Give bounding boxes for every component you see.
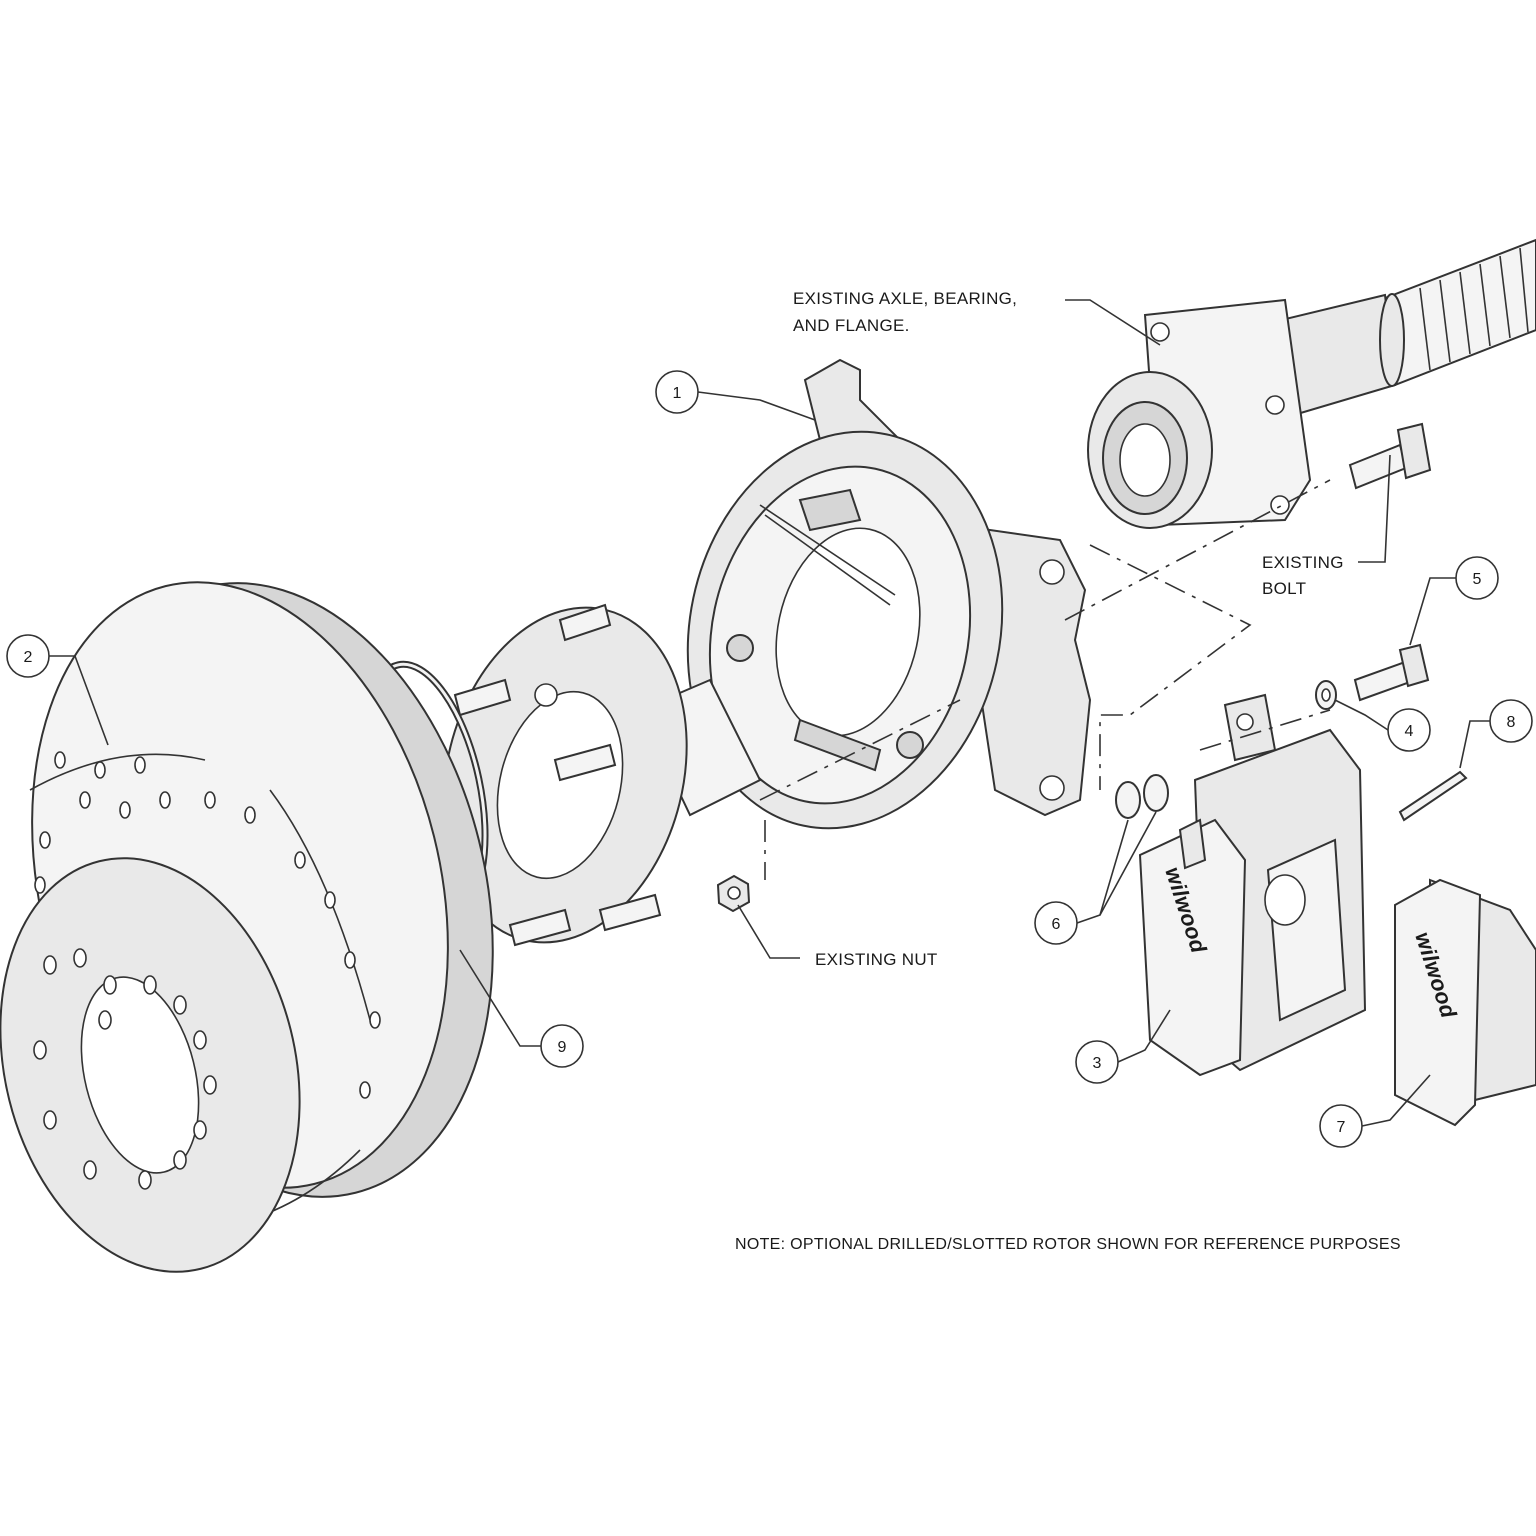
nut-thread bbox=[727, 886, 741, 900]
cotter-pin bbox=[1398, 770, 1468, 822]
bearing-bore bbox=[1119, 423, 1171, 497]
callout-number: 6 bbox=[1052, 916, 1061, 933]
reference-note: NOTE: OPTIONAL DRILLED/SLOTTED ROTOR SHO… bbox=[735, 1236, 1401, 1253]
wheel-stud bbox=[558, 603, 612, 642]
axle-assembly bbox=[1087, 238, 1536, 529]
wheel-stud bbox=[598, 893, 662, 932]
hub-spacer bbox=[423, 603, 762, 947]
callout-1: 1 bbox=[655, 370, 699, 414]
bleeder-screw bbox=[1178, 818, 1207, 870]
callout-number: 3 bbox=[1093, 1055, 1102, 1072]
hold-down-pin bbox=[896, 731, 924, 759]
callout-9: 9 bbox=[540, 1024, 584, 1068]
label-existing-axle-cont: AND FLANGE. bbox=[793, 316, 910, 335]
centerline bbox=[1064, 479, 1331, 621]
wheel-stud bbox=[553, 743, 617, 782]
brake-pad: wilwood bbox=[1394, 878, 1536, 1127]
label-existing-nut: EXISTING NUT bbox=[815, 950, 938, 969]
spacer-hole bbox=[534, 683, 558, 707]
spline-lines bbox=[1419, 247, 1529, 371]
wheel-stud bbox=[508, 908, 572, 947]
parking-brake-assembly bbox=[686, 358, 1092, 830]
shim-washer bbox=[1115, 781, 1141, 819]
spacer-bore bbox=[496, 690, 624, 880]
bolt-head bbox=[1396, 422, 1432, 480]
callout-number: 1 bbox=[673, 385, 682, 402]
flange-hole bbox=[1265, 395, 1285, 415]
centerline bbox=[759, 699, 961, 801]
leader-lines bbox=[48, 299, 1490, 1127]
rotor-hat-holes bbox=[33, 948, 217, 1190]
callout-number: 8 bbox=[1507, 714, 1516, 731]
hold-down-pin bbox=[726, 634, 754, 662]
bolt-shank bbox=[1348, 443, 1408, 490]
existing-bolt bbox=[1348, 422, 1432, 490]
label-existing-bolt: EXISTING bbox=[1262, 553, 1344, 572]
callout-4: 4 bbox=[1387, 708, 1431, 752]
callout-number: 5 bbox=[1473, 571, 1482, 588]
callout-number: 9 bbox=[558, 1039, 567, 1056]
bracket-hole bbox=[1039, 775, 1065, 801]
axle-collar bbox=[1379, 293, 1405, 387]
callout-5: 5 bbox=[1455, 556, 1499, 600]
wheel-stud bbox=[453, 678, 512, 717]
callout-number: 4 bbox=[1405, 723, 1414, 740]
label-existing-axle: EXISTING AXLE, BEARING, bbox=[793, 289, 1017, 308]
caliper-window bbox=[1266, 838, 1347, 1022]
return-spring bbox=[759, 504, 896, 596]
caliper-outer-half bbox=[1138, 818, 1247, 1077]
actuator-lever bbox=[793, 718, 882, 772]
callout-3: 3 bbox=[1075, 1040, 1119, 1084]
bracket-hole bbox=[1039, 559, 1065, 585]
label-existing-bolt-cont: BOLT bbox=[1262, 579, 1306, 598]
callout-number: 2 bbox=[24, 649, 33, 666]
callout-7: 7 bbox=[1319, 1104, 1363, 1148]
callout-8: 8 bbox=[1489, 699, 1533, 743]
rotor-slot bbox=[29, 753, 206, 791]
rotor-center-bore bbox=[80, 976, 200, 1174]
flange-hole bbox=[1270, 495, 1290, 515]
assembly-centerlines bbox=[759, 479, 1331, 880]
adjuster bbox=[798, 488, 862, 532]
callout-2: 2 bbox=[6, 634, 50, 678]
callout-number: 7 bbox=[1337, 1119, 1346, 1136]
flange-hole bbox=[1150, 322, 1170, 342]
caliper-bolt bbox=[1353, 643, 1430, 702]
callout-6: 6 bbox=[1034, 901, 1078, 945]
rotor-slot bbox=[269, 789, 371, 1021]
centerline bbox=[1089, 544, 1252, 790]
brake-caliper: wilwood bbox=[1138, 693, 1367, 1077]
brake-rotor bbox=[0, 581, 494, 1273]
axle-splines bbox=[1378, 238, 1536, 387]
rotor-drill-holes bbox=[34, 751, 381, 1099]
pad-friction bbox=[1394, 878, 1482, 1127]
shim-washer bbox=[1143, 774, 1169, 812]
